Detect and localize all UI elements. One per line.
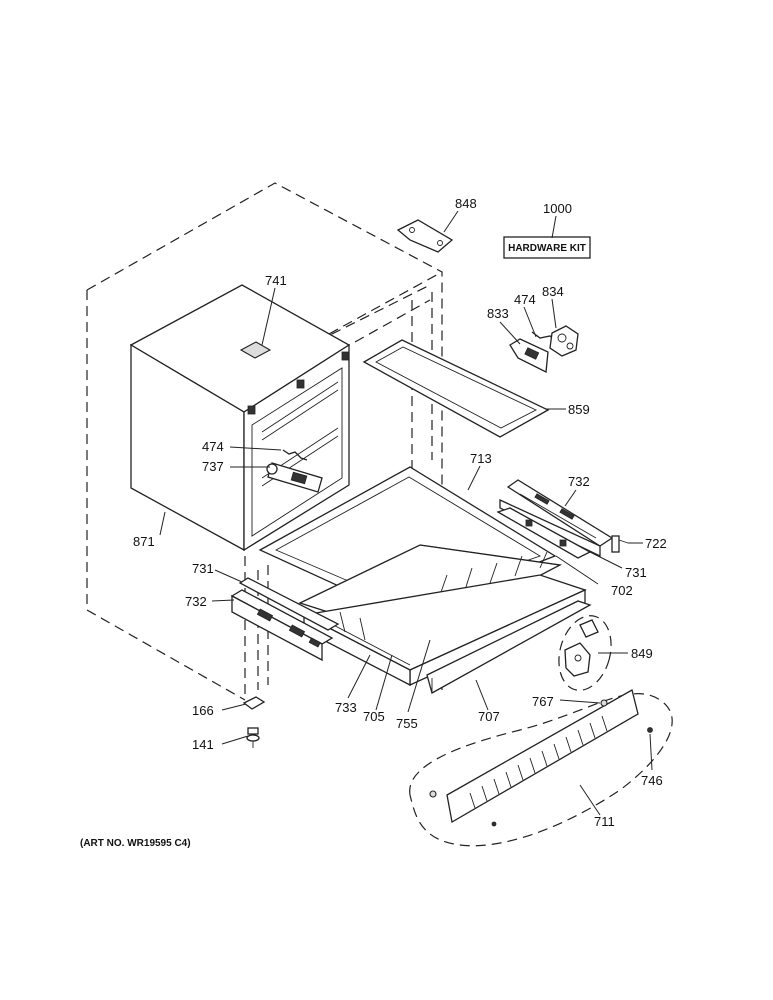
label-848: 848: [455, 196, 477, 211]
label-731-left: 731: [192, 561, 214, 576]
control-833: [509, 338, 549, 374]
trim-strip-707: [426, 600, 592, 694]
hardware-kit-box: HARDWARE KIT: [503, 236, 591, 259]
label-722: 722: [645, 536, 667, 551]
screw-767: [600, 699, 608, 707]
bracket-834: [549, 325, 579, 357]
rail-732-right: [499, 479, 614, 558]
label-741: 741: [265, 273, 287, 288]
label-707: 707: [478, 709, 500, 724]
rail-731-left: [238, 577, 340, 631]
label-733: 733: [335, 700, 357, 715]
label-755: 755: [396, 716, 418, 731]
label-141: 141: [192, 737, 214, 752]
gasket-859: [362, 339, 550, 438]
kickplate-vents: [469, 715, 608, 809]
rail-732-left: [230, 589, 334, 662]
label-732-left: 732: [185, 594, 207, 609]
label-849: 849: [631, 646, 653, 661]
label-833: 833: [487, 306, 509, 321]
label-1000: 1000: [543, 201, 572, 216]
callout-labels: 848 1000 741 474 834 833 859 474 737 713…: [133, 196, 667, 829]
clip-474-inner: [282, 449, 308, 461]
label-746: 746: [641, 773, 663, 788]
kickplate-711: [409, 689, 673, 847]
label-474-inner: 474: [202, 439, 224, 454]
leveling-leg-141: [246, 727, 260, 748]
label-871: 871: [133, 534, 155, 549]
label-702: 702: [611, 583, 633, 598]
part-722: [611, 535, 629, 553]
label-166: 166: [192, 703, 214, 718]
hinge-plate-848: [396, 219, 454, 253]
label-859: 859: [568, 402, 590, 417]
leader-lines: [159, 210, 653, 816]
label-705: 705: [363, 709, 385, 724]
hinge-849: [558, 615, 612, 691]
hardware-kit-label: HARDWARE KIT: [508, 243, 586, 254]
label-834: 834: [542, 284, 564, 299]
inner-liner-box: [129, 284, 351, 552]
label-732-right: 732: [568, 474, 590, 489]
label-737: 737: [202, 459, 224, 474]
label-713: 713: [470, 451, 492, 466]
label-474-top: 474: [514, 292, 536, 307]
label-731-right: 731: [625, 565, 647, 580]
art-number: (ART NO. WR19595 C4): [80, 838, 191, 849]
bracket-166: [242, 696, 266, 710]
screw-746: [647, 727, 653, 733]
label-767: 767: [532, 694, 554, 709]
label-711: 711: [594, 814, 615, 829]
